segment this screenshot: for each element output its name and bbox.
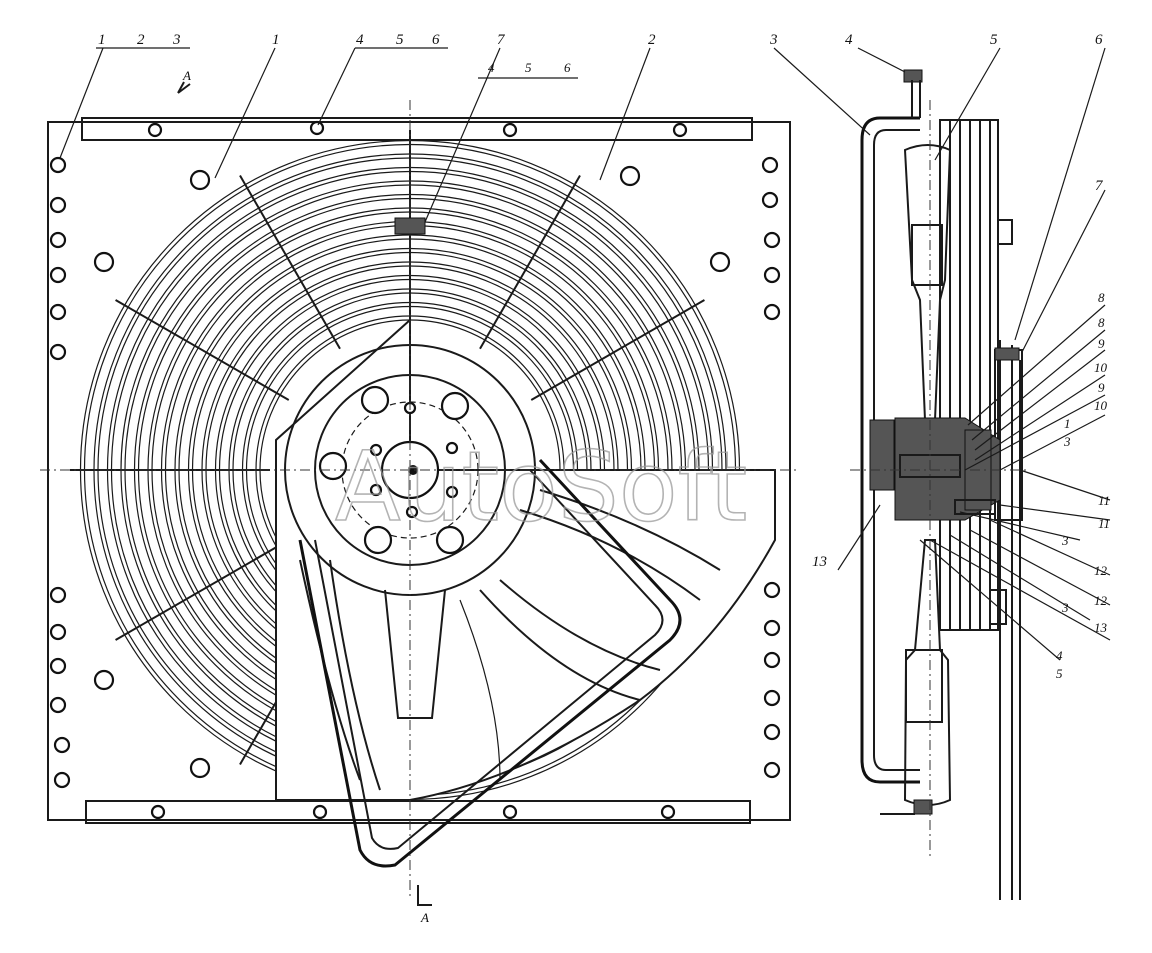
callout-4a: 4: [356, 32, 364, 48]
section-arrow-bottom: [417, 885, 432, 906]
support-bracket: [298, 458, 682, 868]
housing-cap: [994, 347, 1020, 361]
side-callouts: 3 4 5 6 7 8 8 9 10 9 10 1 3 11 11 3 12 1…: [769, 32, 1110, 681]
front-callouts: 1 2 3 1 4 5 6 7 2 4 5 6 A A: [98, 32, 656, 925]
radiator-core: [939, 119, 1013, 631]
side-leader-lines: [773, 47, 1111, 661]
callout-2b: 2: [648, 32, 656, 48]
guard-mounting-lugs: [93, 165, 731, 779]
side-callout-r3: 10: [1094, 360, 1108, 375]
watermark: AutoSoft: [335, 431, 747, 543]
side-callout-6: 6: [1095, 32, 1103, 48]
section-label-bottom: A: [420, 910, 429, 925]
side-callout-r6: 1: [1064, 416, 1071, 431]
side-callout-7: 7: [1095, 178, 1104, 194]
top-clamp: [394, 217, 426, 235]
side-bolts: [880, 69, 933, 815]
right-edge-holes: [761, 156, 781, 779]
guard-spoke: [115, 539, 290, 641]
guard-spoke: [530, 299, 705, 401]
callout-2a: 2: [137, 32, 145, 48]
section-label-top: A: [182, 68, 191, 83]
fan-blades: [299, 489, 721, 791]
side-callout-r7: 3: [1063, 434, 1071, 449]
side-callout-r12: 12: [1094, 593, 1108, 608]
side-callout-r4: 9: [1098, 380, 1105, 395]
frame-plate: [47, 121, 791, 821]
callout-6a: 6: [432, 32, 440, 48]
side-callout-r1: 8: [1098, 315, 1105, 330]
blade-lower-root: [905, 649, 943, 723]
side-view: [773, 47, 1111, 900]
side-callout-r5: 10: [1094, 398, 1108, 413]
callout-1b: 1: [272, 32, 280, 48]
blade-upper-root: [911, 224, 943, 286]
section-arrow-top: [177, 81, 191, 94]
side-callout-r15: 4: [1056, 648, 1063, 663]
bottom-mounting-bar: [85, 800, 751, 824]
guard-spoke: [115, 299, 290, 401]
callout-5a: 5: [396, 32, 404, 48]
side-callout-5: 5: [990, 32, 998, 48]
callout-4b: 4: [488, 60, 495, 75]
side-callout-r16: 5: [1056, 666, 1063, 681]
side-callout-r9: 11: [1098, 516, 1110, 531]
side-callout-3: 3: [769, 32, 778, 48]
front-view: [40, 47, 800, 906]
callout-5b: 5: [525, 60, 532, 75]
side-callout-r14: 13: [1094, 620, 1108, 635]
side-callout-r13: 3: [1061, 600, 1069, 615]
callout-6b: 6: [564, 60, 571, 75]
side-callout-4: 4: [845, 32, 853, 48]
side-bracket: [860, 116, 920, 784]
callout-7a: 7: [497, 32, 506, 48]
callout-3a: 3: [172, 32, 181, 48]
side-callout-r0: 8: [1098, 290, 1105, 305]
callout-1a: 1: [98, 32, 106, 48]
left-edge-holes: [49, 156, 71, 789]
front-leader-lines: [59, 47, 651, 223]
blade-upper: [903, 144, 952, 421]
bar-holes: [147, 120, 688, 820]
guard-spoke: [479, 175, 581, 350]
support-bracket-inner: [314, 469, 664, 850]
side-callout-r10: 3: [1061, 533, 1069, 548]
guard-spoke: [239, 175, 341, 350]
side-callout-r2: 9: [1098, 336, 1105, 351]
side-callout-r8: 11: [1098, 493, 1110, 508]
side-callout-r11: 12: [1094, 563, 1108, 578]
side-callout-13-left: 13: [812, 554, 827, 570]
